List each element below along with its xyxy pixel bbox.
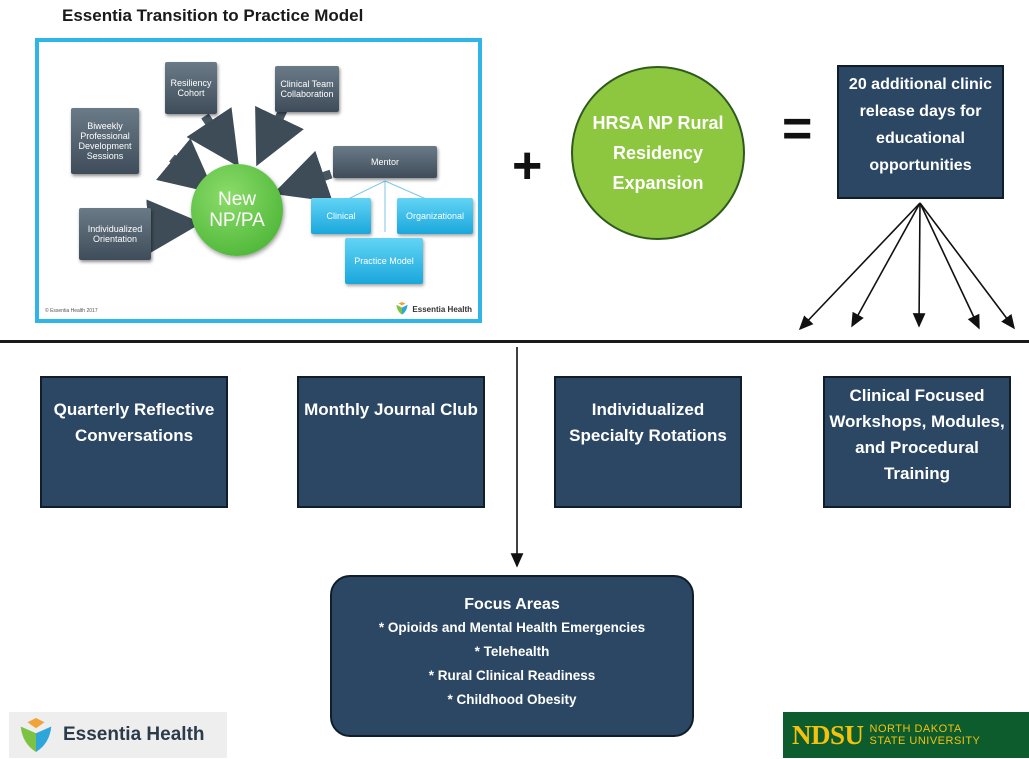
page-title: Essentia Transition to Practice Model (62, 6, 364, 25)
card-specialty-rotations: Individualized Specialty Rotations (554, 376, 742, 508)
resiliency-cohort-box: Resiliency Cohort (165, 62, 217, 114)
ndsu-abbr: NDSU (792, 719, 864, 750)
clinic-days-box: 20 additional clinic release days for ed… (837, 65, 1004, 199)
inset-model-slide: Resiliency Cohort Clinical Team Collabor… (35, 38, 482, 323)
new-np-pa-circle: New NP/PA (191, 164, 283, 256)
organizational-box: Organizational (397, 198, 473, 234)
inset-brand: Essentia Health (395, 302, 472, 316)
ndsu-name-line1: NORTH DAKOTA (869, 723, 962, 735)
essentia-logo-text: Essentia Health (63, 724, 205, 745)
plus-symbol: + (512, 137, 543, 195)
mentor-box: Mentor (333, 146, 437, 178)
biweekly-sessions-box: Biweekly Professional Development Sessio… (71, 108, 139, 174)
clinical-team-box: Clinical Team Collaboration (275, 66, 339, 112)
card-workshops: Clinical Focused Workshops, Modules, and… (823, 376, 1011, 508)
card-journal-club: Monthly Journal Club (297, 376, 485, 508)
essentia-leaf-icon (20, 718, 52, 752)
practice-model-box: Practice Model (345, 238, 423, 284)
essentia-leaf-icon (396, 302, 409, 315)
ndsu-name-line2: STATE UNIVERSITY (869, 735, 981, 747)
ndsu-logo: NDSU NORTH DAKOTA STATE UNIVERSITY (783, 712, 1029, 758)
focus-areas-box: Focus Areas * Opioids and Mental Health … (330, 575, 694, 737)
essentia-health-logo: Essentia Health (9, 712, 227, 758)
focus-item: * Telehealth (474, 644, 550, 659)
focus-item: * Childhood Obesity (447, 692, 577, 707)
inset-copyright: © Essentia Health 2017 (45, 308, 98, 314)
clinical-box: Clinical (311, 198, 371, 234)
divider-line (0, 340, 1029, 343)
focus-item: * Rural Clinical Readiness (428, 668, 596, 683)
card-quarterly: Quarterly Reflective Conversations (40, 376, 228, 508)
focus-title: Focus Areas (464, 596, 560, 613)
inset-brand-label: Essentia Health (412, 304, 472, 314)
equals-symbol: = (782, 100, 813, 158)
focus-item: * Opioids and Mental Health Emergencies (378, 620, 646, 635)
hrsa-circle: HRSA NP Rural Residency Expansion (571, 66, 745, 240)
individualized-orientation-box: Individualized Orientation (79, 208, 151, 260)
ndsu-name-block: NORTH DAKOTA STATE UNIVERSITY (870, 723, 981, 747)
